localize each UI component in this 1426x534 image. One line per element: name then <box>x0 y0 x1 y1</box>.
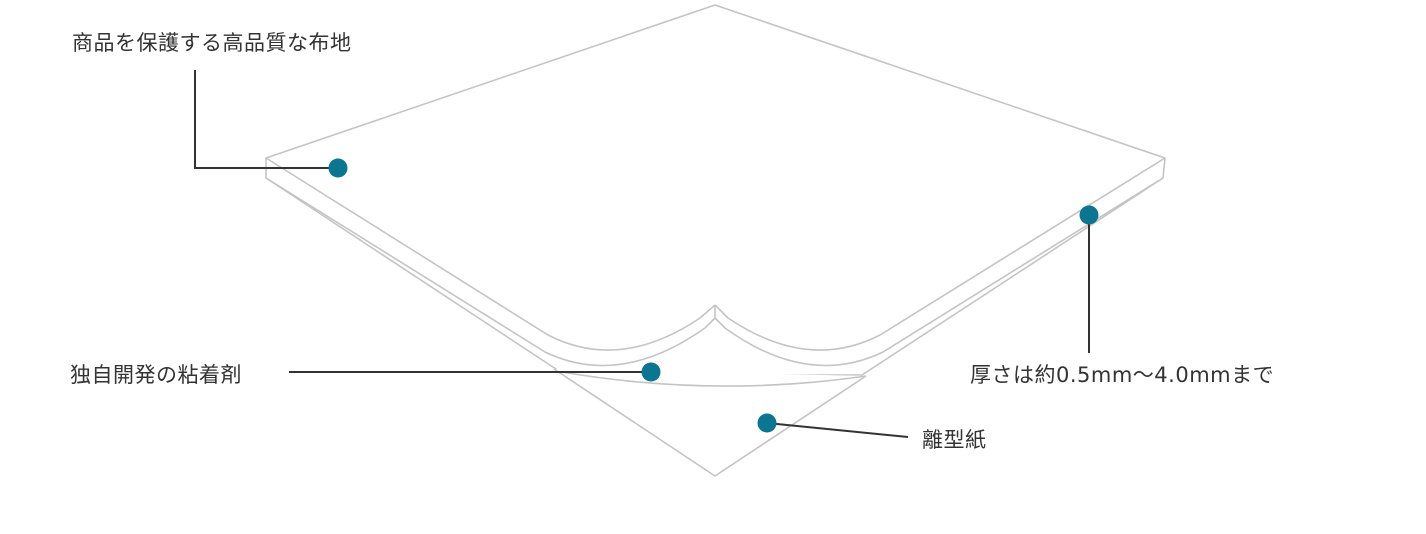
fabric-top-face <box>265 4 1166 376</box>
adhesive-label: 独自開発の粘着剤 <box>70 363 242 387</box>
thickness-marker-dot <box>1079 205 1099 225</box>
thickness-label: 厚さは約0.5mm～4.0mmまで <box>970 363 1275 387</box>
leader-lines <box>194 70 1090 438</box>
fabric-label: 商品を保護する高品質な布地 <box>72 31 352 55</box>
fabric-marker-dot <box>328 158 348 178</box>
fabric-leader-line <box>194 70 338 169</box>
release-paper-leader-line <box>766 422 909 438</box>
release-paper-label: 離型紙 <box>922 428 987 452</box>
adhesive-layer <box>561 371 867 387</box>
sheet-outline <box>265 4 1166 477</box>
release-paper-marker-dot <box>757 413 777 433</box>
fabric-left-lower-edge <box>265 177 716 367</box>
fabric-left-edge <box>265 157 716 351</box>
adhesive-marker-dot <box>641 362 661 382</box>
markers <box>328 158 1099 433</box>
fabric-right-lower-edge <box>714 177 1164 367</box>
fabric-right-edge <box>714 157 1166 351</box>
release-paper <box>553 368 867 477</box>
